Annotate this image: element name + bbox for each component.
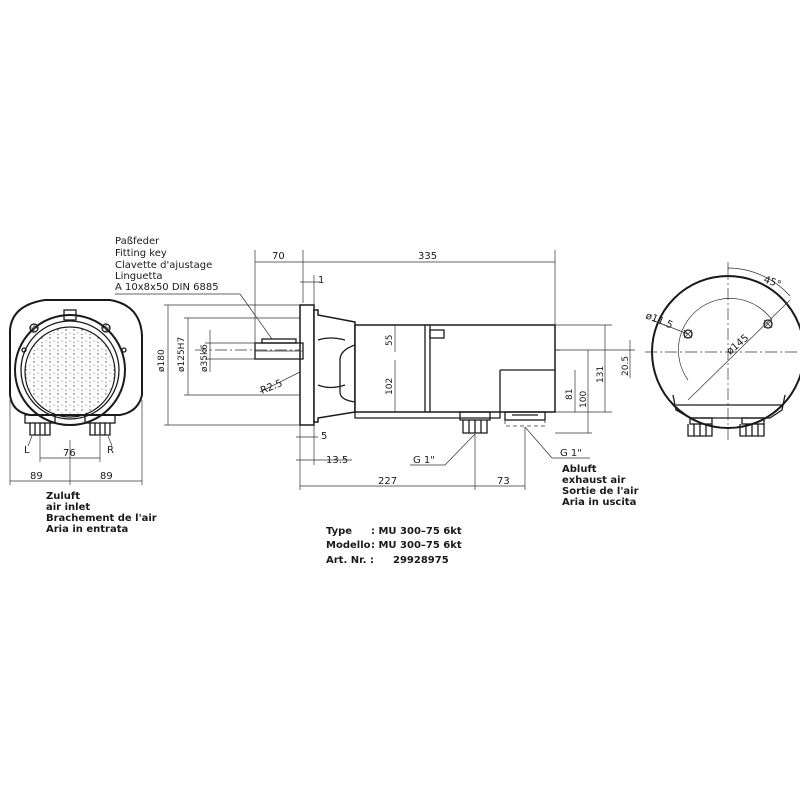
spec-art-label: Art. Nr. : — [326, 555, 374, 566]
dim-81: 81 — [565, 389, 575, 400]
inlet-note: Zuluft air inlet Brachement de l'air Ari… — [46, 491, 157, 535]
rear-view: ø145 ø11.5 45° — [644, 262, 800, 440]
spec-block: Type : MU 300–75 6kt Modello : MU 300–75… — [326, 526, 462, 566]
dim-227: 227 — [378, 476, 397, 487]
dim-89-right: 89 — [100, 471, 113, 482]
dim-35: ø35k6 — [200, 344, 210, 372]
exhaust-note-line: exhaust air — [562, 475, 626, 486]
spec-modello-value: : MU 300–75 6kt — [371, 540, 462, 551]
dim-55: 55 — [385, 335, 395, 346]
dim-20-5: 20.5 — [621, 356, 631, 376]
key-note-line: Paßfeder — [115, 236, 160, 247]
dim-5: 5 — [321, 431, 327, 442]
dim-145: ø145 — [725, 333, 751, 358]
port-left-label: L — [24, 445, 30, 456]
key-note-line: Linguetta — [115, 271, 163, 282]
key-note: Paßfeder Fitting key Clavette d'ajustage… — [115, 236, 273, 340]
exhaust-note-line: Aria in uscita — [562, 497, 636, 508]
dim-70: 70 — [272, 251, 285, 262]
exhaust-note-line: Abluft — [562, 464, 597, 475]
outlet-thread-label: G 1" — [560, 448, 582, 459]
inlet-note-line: Zuluft — [46, 491, 80, 502]
dim-11-5: ø11.5 — [644, 311, 674, 332]
dim-1: 1 — [318, 275, 324, 286]
spec-modello-label: Modello — [326, 540, 371, 551]
exhaust-note: Abluft exhaust air Sortie de l'air Aria … — [562, 464, 639, 508]
spec-art-value: 29928975 — [393, 555, 449, 566]
spec-type-label: Type — [326, 526, 352, 537]
inlet-note-line: air inlet — [46, 502, 90, 513]
inlet-note-line: Brachement de l'air — [46, 513, 157, 524]
dim-125: ø125H7 — [177, 337, 187, 372]
key-note-line: A 10x8x50 DIN 6885 — [115, 282, 219, 293]
dim-89-left: 89 — [30, 471, 43, 482]
side-view: 70 335 1 Paßfeder Fitting key Clavette d… — [115, 236, 635, 490]
dim-100: 100 — [579, 391, 589, 408]
port-right-label: R — [107, 445, 114, 456]
dim-45-deg: 45° — [762, 274, 782, 290]
dim-102: 102 — [385, 378, 395, 395]
exhaust-note-line: Sortie de l'air — [562, 486, 639, 497]
dim-r25: R2.5 — [259, 378, 284, 397]
dim-73: 73 — [497, 476, 510, 487]
inlet-note-line: Aria in entrata — [46, 524, 128, 535]
front-view: L R 76 89 89 — [9, 299, 143, 485]
key-note-line: Fitting key — [115, 248, 167, 259]
spec-type-value: : MU 300–75 6kt — [371, 526, 462, 537]
inlet-thread-label: G 1" — [413, 455, 435, 466]
dim-76: 76 — [63, 448, 76, 459]
dim-180: ø180 — [157, 349, 167, 372]
key-note-line: Clavette d'ajustage — [115, 260, 212, 271]
dim-335: 335 — [418, 251, 437, 262]
dim-13-5: 13.5 — [326, 455, 348, 466]
dim-131: 131 — [596, 366, 606, 383]
